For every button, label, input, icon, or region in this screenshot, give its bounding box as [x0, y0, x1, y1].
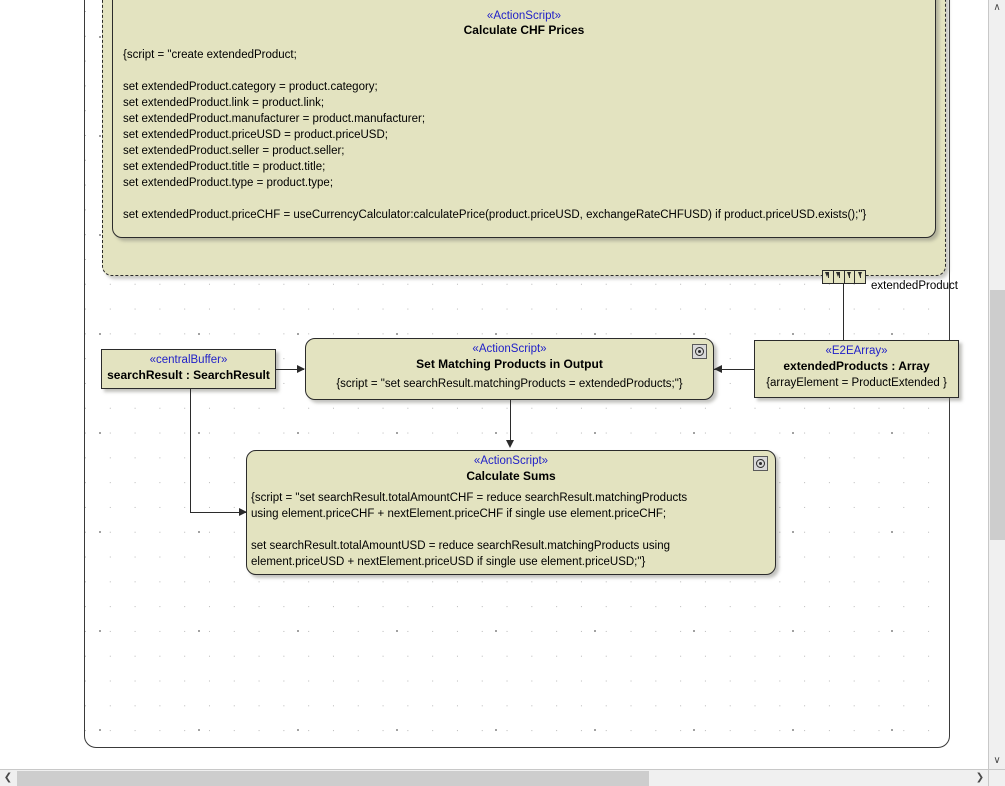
expansion-pin — [855, 271, 865, 283]
edge-buffer-to-set-matching — [276, 369, 304, 370]
arrowhead-calc-sums-top — [506, 440, 514, 448]
scroll-down-button[interactable]: ∨ — [989, 753, 1005, 769]
scroll-left-button[interactable]: ❮ — [0, 770, 16, 786]
node-extended-products-array[interactable]: «E2EArray» extendedProducts : Array {arr… — [754, 340, 959, 398]
expansion-pin — [845, 271, 856, 283]
node-set-matching-products[interactable]: «ActionScript» Set Matching Products in … — [305, 338, 714, 400]
horizontal-scrollbar[interactable]: ❮ ❯ — [0, 769, 988, 786]
node-title: Set Matching Products in Output — [416, 357, 603, 371]
edge-buffer-down — [190, 389, 191, 513]
horizontal-scrollbar-thumb[interactable] — [17, 771, 649, 786]
edge-set-matching-to-calc-sums — [510, 400, 511, 442]
node-title: searchResult : SearchResult — [107, 368, 270, 382]
expansion-pin-label: extendedProduct — [871, 280, 958, 292]
node-title: extendedProducts : Array — [783, 359, 930, 373]
edge-pins-to-array — [843, 284, 844, 340]
edge-buffer-to-calc-sums — [190, 512, 246, 513]
action-script-icon[interactable] — [753, 456, 768, 471]
action-script-icon[interactable] — [692, 344, 707, 359]
arrowhead-set-matching-right — [714, 365, 722, 373]
node-calculate-chf-prices[interactable]: «ActionScript» Calculate CHF Prices {scr… — [112, 0, 936, 238]
node-title: Calculate Sums — [466, 469, 556, 483]
node-script-body: {script = "create extendedProduct; set e… — [123, 49, 867, 221]
arrowhead-calc-sums-left — [239, 508, 247, 516]
expansion-pin — [823, 271, 834, 283]
node-stereotype: «E2EArray» — [825, 345, 888, 357]
node-stereotype: «ActionScript» — [486, 10, 562, 22]
node-script-body: {script = "set searchResult.totalAmountC… — [251, 492, 688, 568]
node-script-body: {script = "set searchResult.matchingProd… — [336, 378, 683, 390]
edge-array-to-set-matching — [714, 369, 754, 370]
scroll-up-button[interactable]: ∧ — [989, 0, 1005, 16]
node-constraint: {arrayElement = ProductExtended } — [766, 377, 947, 389]
diagram-canvas[interactable]: «ActionScript» Calculate CHF Prices {scr… — [0, 0, 988, 769]
node-calculate-sums[interactable]: «ActionScript» Calculate Sums {script = … — [246, 450, 776, 575]
action-icon-dot — [698, 350, 701, 353]
expansion-node-pins[interactable] — [822, 270, 866, 284]
action-icon-ring — [695, 347, 704, 356]
action-icon-ring — [756, 459, 765, 468]
node-stereotype: «ActionScript» — [473, 455, 549, 467]
action-icon-dot — [759, 462, 762, 465]
vertical-scrollbar[interactable]: ∧ ∨ — [988, 0, 1005, 769]
scrollbar-corner — [988, 769, 1005, 786]
arrowhead-set-matching-left — [297, 365, 305, 373]
vertical-scrollbar-thumb[interactable] — [990, 290, 1005, 540]
node-stereotype: «ActionScript» — [472, 343, 547, 355]
expansion-pin — [834, 271, 845, 283]
scroll-right-button[interactable]: ❯ — [972, 770, 988, 786]
node-title: Calculate CHF Prices — [463, 23, 585, 37]
node-stereotype: «centralBuffer» — [149, 354, 228, 366]
node-search-result-buffer[interactable]: «centralBuffer» searchResult : SearchRes… — [101, 349, 276, 389]
